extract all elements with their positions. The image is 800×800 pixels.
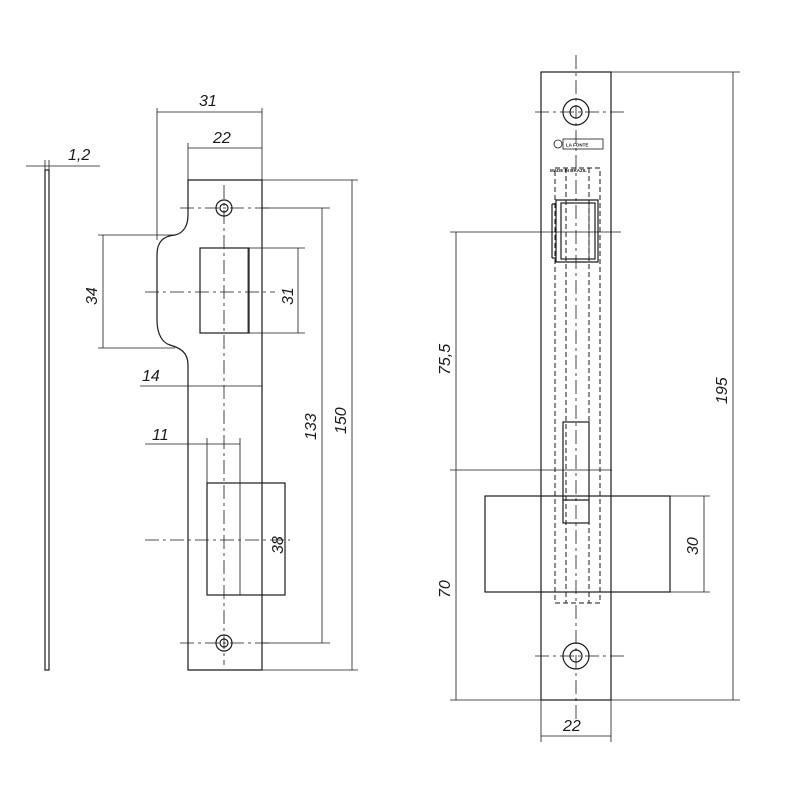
lock-dimensions: 195 75,5 70 30 22 [437,71,740,742]
dim-bolt-throw: 30 [685,537,702,555]
dim-strike-length: 150 [333,407,350,434]
strike-plate: 31 22 34 31 14 11 38 133 150 [84,93,358,671]
strike-latch-opening [199,247,250,334]
dim-strike-offset-b: 11 [152,427,169,444]
dim-latch-opening: 31 [280,287,297,305]
dim-lower-offset: 70 [437,580,454,598]
faceplate-logo: LA FONTE [553,138,604,150]
strike-side-profile [44,169,50,671]
faceplate-made-in: MADE IN BRAZIL [550,168,587,173]
deadbolt-slot [562,421,590,524]
dim-strike-width-inner: 22 [212,130,231,147]
faceplate-brand: LA FONTE [566,143,588,148]
lock-body-hidden-outline [554,167,601,604]
dim-bolt-opening: 38 [270,536,287,554]
dim-lip-height: 34 [84,287,101,305]
deadbolt-outline [484,495,671,593]
lock-faceplate: LA FONTE MADE IN BRAZIL [535,55,625,720]
dim-strike-offset-a: 14 [142,368,160,385]
dim-thickness: 1,2 [68,147,90,164]
dim-lock-length: 195 [714,377,731,404]
strike-bolt-opening [206,482,286,596]
latch-bolt [551,199,599,263]
dim-screw-spacing: 133 [303,413,320,440]
dim-faceplate-width: 22 [562,718,581,735]
dim-strike-width-outer: 31 [199,93,217,110]
deadbolt [484,495,671,593]
strike-plate-outline [156,179,263,671]
dim-backset: 75,5 [437,344,454,375]
strike-side-view: 1,2 [26,147,100,671]
